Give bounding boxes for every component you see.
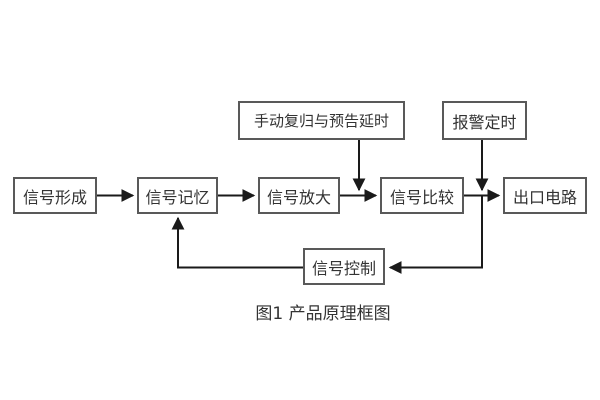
figure-caption: 图1 产品原理框图 bbox=[255, 304, 391, 324]
node-signal-control: 信号控制 bbox=[303, 248, 385, 285]
node-signal-amplification: 信号放大 bbox=[258, 177, 340, 214]
arrow-junction-to-signal-control bbox=[388, 196, 483, 274]
node-alarm-timing: 报警定时 bbox=[442, 101, 527, 140]
arrow-signal-control-feedback bbox=[171, 216, 303, 269]
node-signal-comparison: 信号比较 bbox=[380, 177, 464, 214]
node-signal-formation: 信号形成 bbox=[13, 177, 97, 214]
node-output-circuit: 出口电路 bbox=[503, 177, 587, 214]
node-manual-reset-delay: 手动复归与预告延时 bbox=[238, 101, 405, 140]
node-signal-memory: 信号记忆 bbox=[137, 177, 218, 214]
